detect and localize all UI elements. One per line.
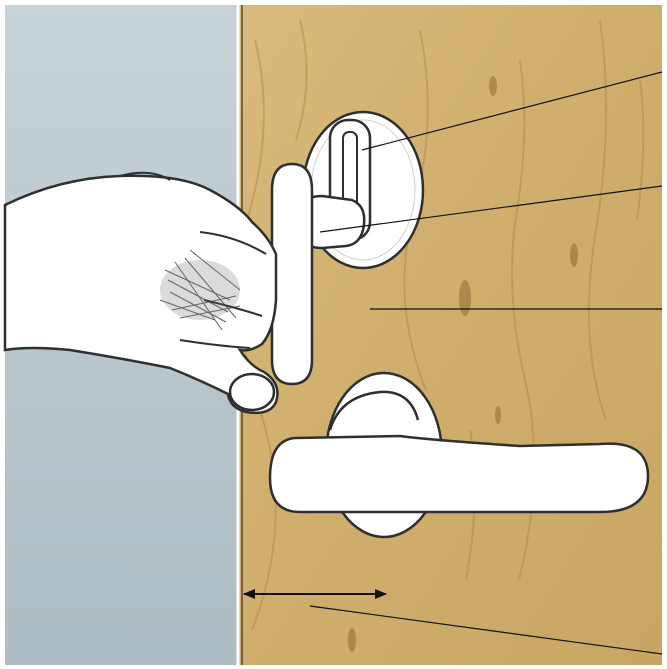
vertical-lever [272,164,312,384]
